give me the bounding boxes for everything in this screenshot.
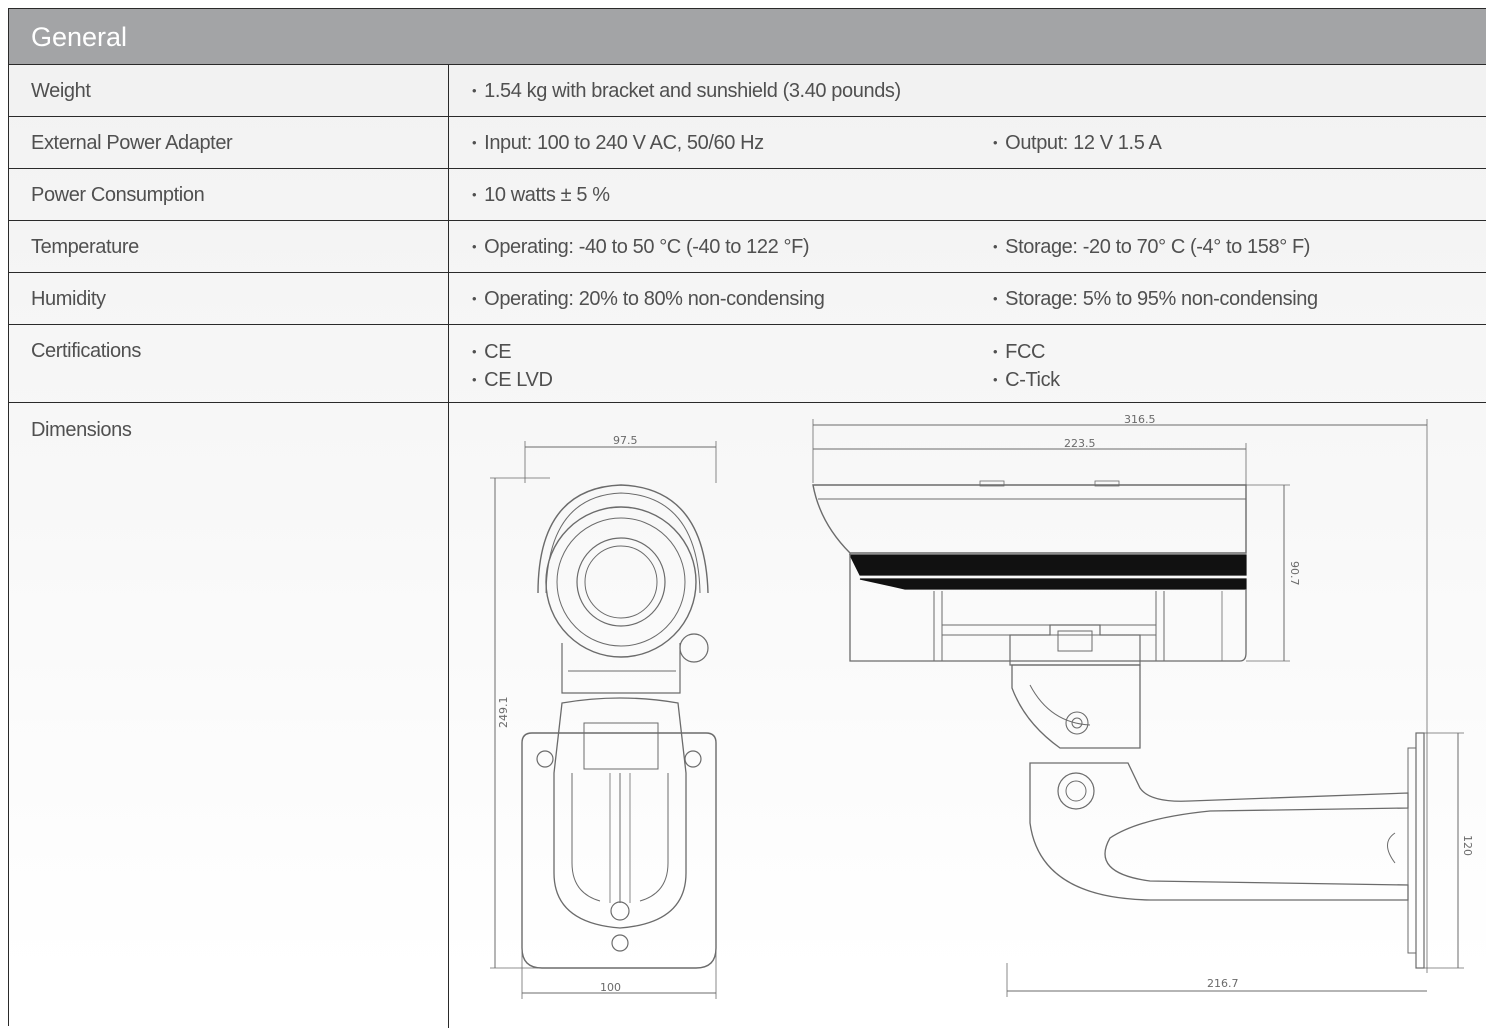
spec-row-dimensions: Dimensions 97.5 249.1 bbox=[9, 403, 1486, 1028]
spec-row-power-consumption: Power Consumption 10 watts ± 5 % bbox=[9, 169, 1486, 221]
spec-value: Storage: -20 to 70° C (-4° to 158° F) bbox=[993, 221, 1310, 275]
spec-value: Operating: -40 to 50 °C (-40 to 122 °F) bbox=[472, 221, 809, 275]
cert-item: C-Tick bbox=[993, 367, 1060, 395]
dimension-label: 223.5 bbox=[1064, 437, 1096, 450]
dimension-label: 100 bbox=[600, 981, 621, 994]
spec-value: Output: 12 V 1.5 A bbox=[993, 117, 1162, 171]
spec-value: Input: 100 to 240 V AC, 50/60 Hz bbox=[472, 117, 764, 171]
spec-label: External Power Adapter bbox=[9, 117, 449, 168]
spec-label: Certifications bbox=[9, 325, 449, 402]
spec-value: 1.54 kg with bracket and sunshield (3.40… bbox=[472, 65, 901, 119]
dimension-label: 90.7 bbox=[1288, 561, 1301, 586]
dimension-label: 316.5 bbox=[1124, 413, 1156, 426]
section-header: General bbox=[9, 9, 1486, 65]
spec-row-weight: Weight 1.54 kg with bracket and sunshiel… bbox=[9, 65, 1486, 117]
dimension-drawing: 97.5 249.1 100 bbox=[450, 403, 1486, 1028]
cert-item: CE LVD bbox=[472, 367, 553, 395]
dimension-label: 249.1 bbox=[497, 697, 510, 729]
side-view-drawing: 316.5 223.5 90.7 120 bbox=[812, 413, 1474, 997]
spec-label: Humidity bbox=[9, 273, 449, 324]
spec-label: Power Consumption bbox=[9, 169, 449, 220]
spec-row-humidity: Humidity Operating: 20% to 80% non-conde… bbox=[9, 273, 1486, 325]
dimension-label: 216.7 bbox=[1207, 977, 1239, 990]
dimension-label: 97.5 bbox=[613, 434, 638, 447]
spec-row-temperature: Temperature Operating: -40 to 50 °C (-40… bbox=[9, 221, 1486, 273]
cert-item: FCC bbox=[993, 339, 1060, 367]
spec-label: Dimensions bbox=[9, 403, 449, 1028]
spec-value: 10 watts ± 5 % bbox=[472, 169, 610, 223]
spec-value: Storage: 5% to 95% non-condensing bbox=[993, 273, 1318, 327]
spec-row-power-adapter: External Power Adapter Input: 100 to 240… bbox=[9, 117, 1486, 169]
spec-label: Temperature bbox=[9, 221, 449, 272]
front-view-drawing: 97.5 249.1 100 bbox=[490, 434, 717, 999]
spec-label: Weight bbox=[9, 65, 449, 116]
spec-table: General Weight 1.54 kg with bracket and … bbox=[8, 8, 1486, 1028]
spec-row-certifications: Certifications CE CE LVD FCC C-Tick bbox=[9, 325, 1486, 403]
cert-item: CE bbox=[472, 339, 553, 367]
dimension-label: 120 bbox=[1461, 835, 1474, 856]
spec-value: Operating: 20% to 80% non-condensing bbox=[472, 273, 825, 327]
